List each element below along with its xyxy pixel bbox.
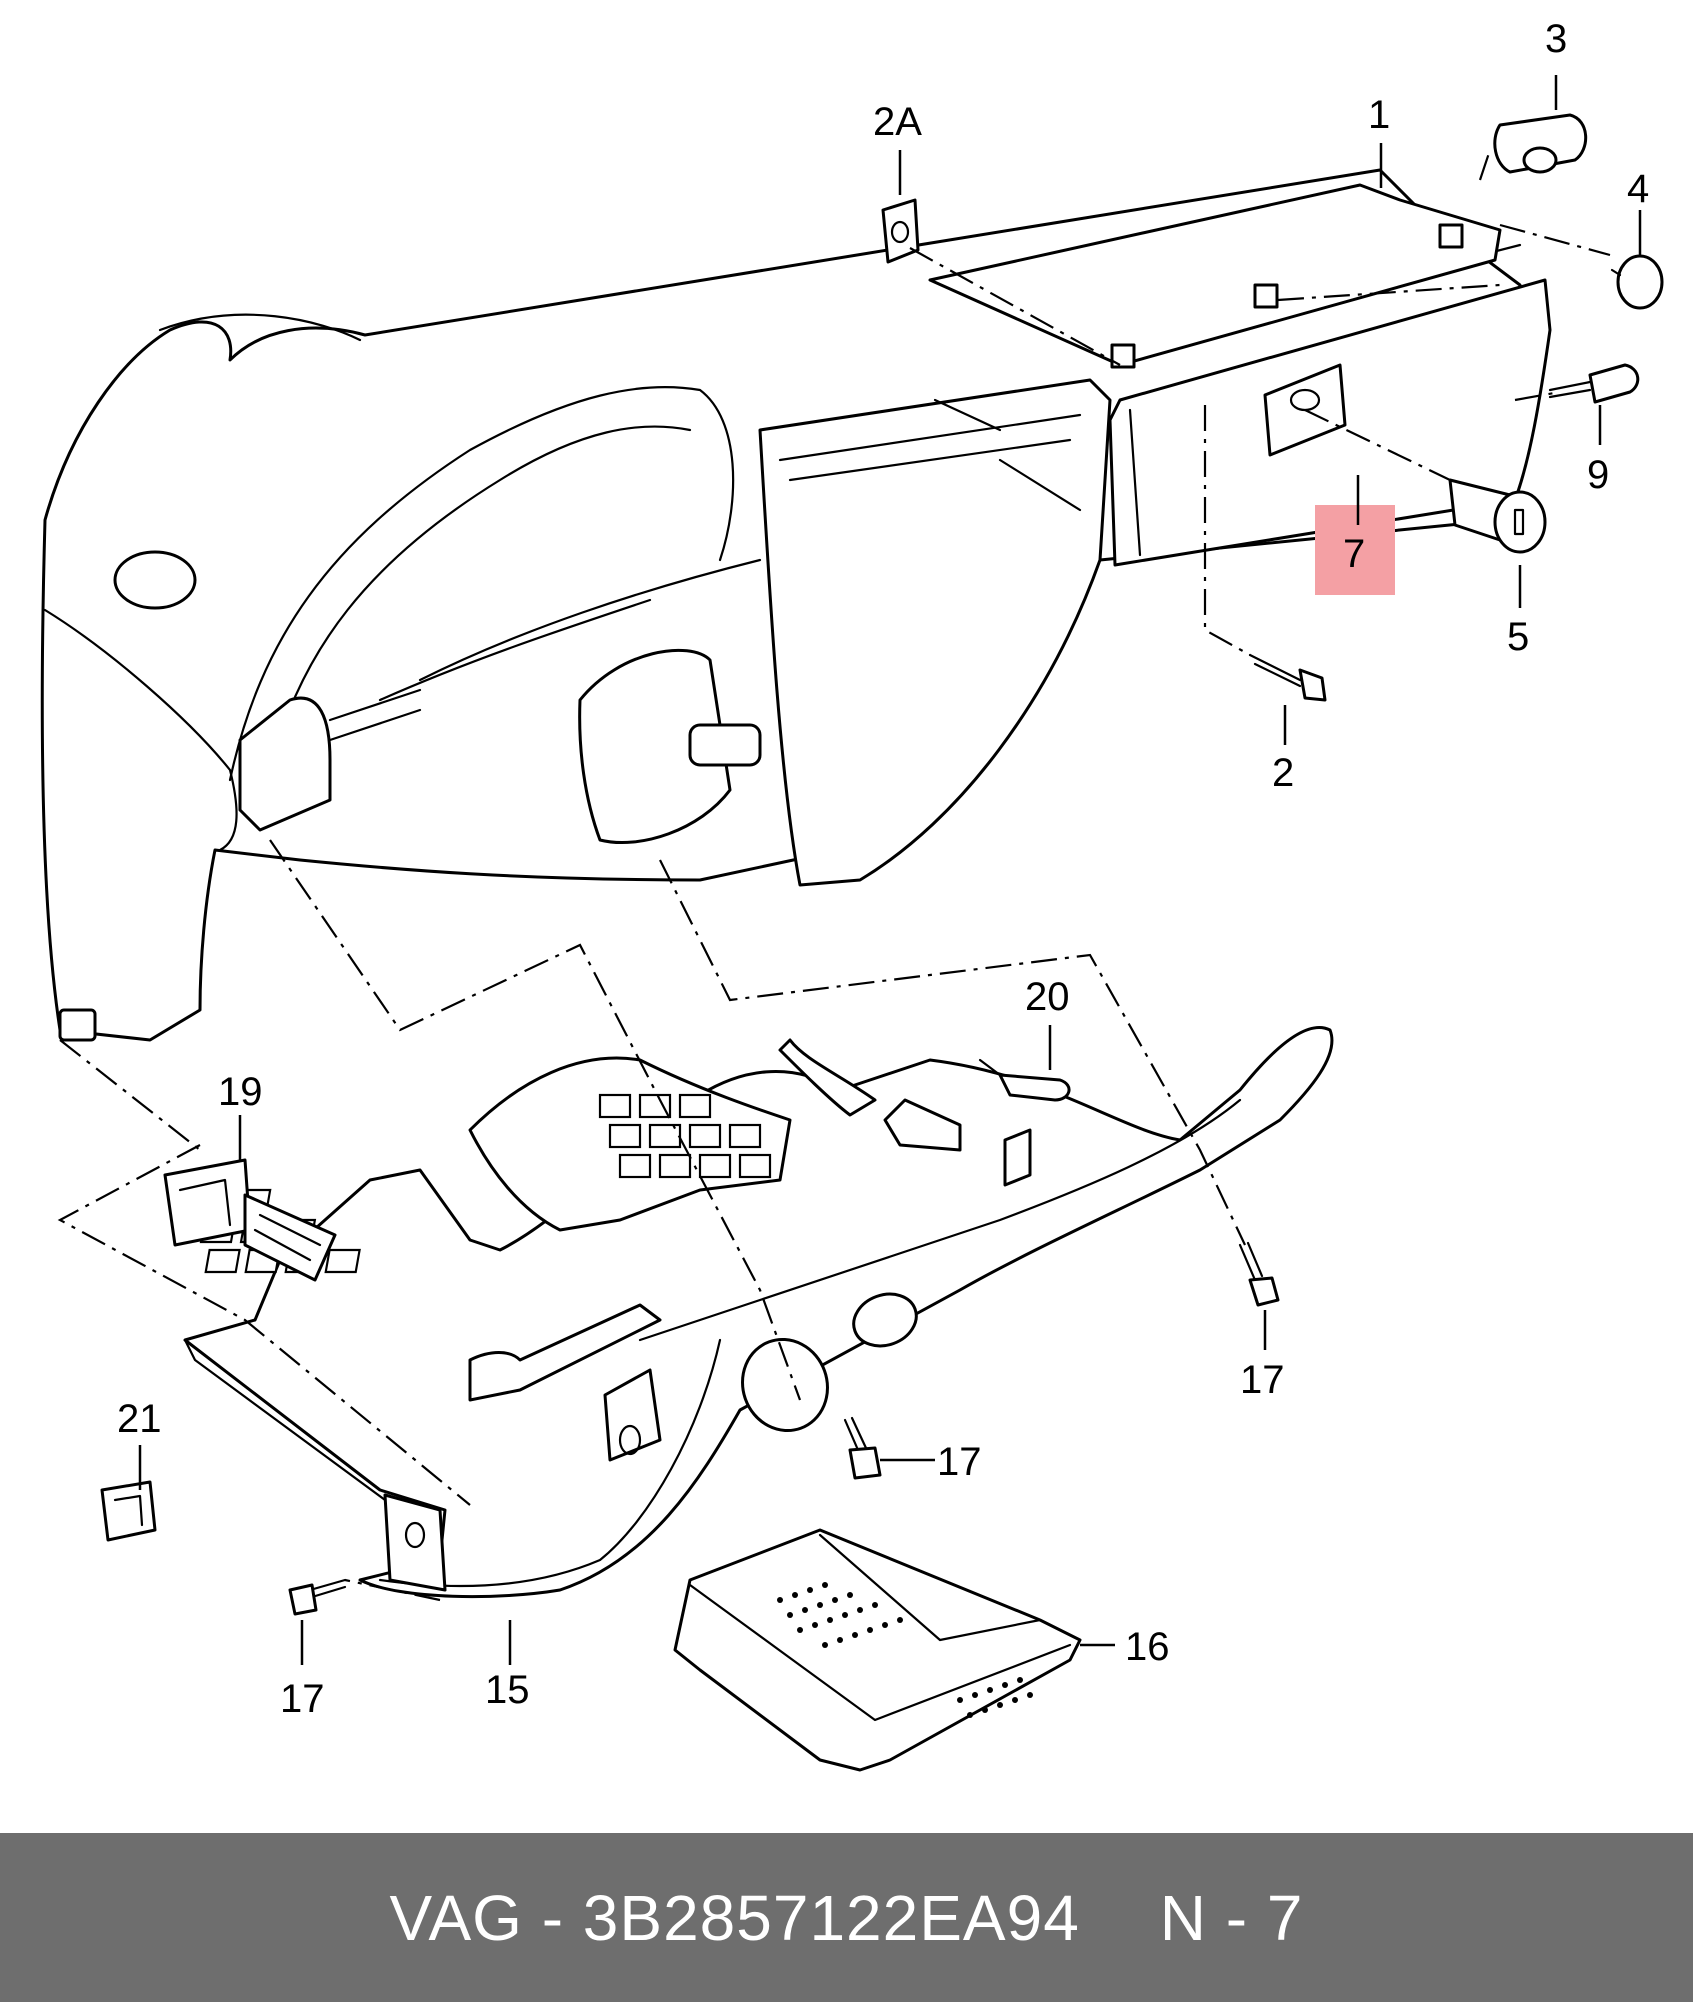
part-number-footer: VAG - 3B2857122EA94 N - 7 [0, 1833, 1693, 2002]
leader-lines [138, 75, 1642, 1665]
callout-16: 16 [1125, 1625, 1170, 1669]
callout-17-left: 17 [280, 1677, 325, 1721]
lock-barrel-part [1448, 478, 1547, 554]
lock-cylinder-part [1493, 113, 1588, 174]
screw-17-right [1238, 1241, 1280, 1307]
dashboard-panel [40, 168, 1522, 1042]
callout-15: 15 [485, 1668, 530, 1712]
part-label: VAG - 3B2857122EA94 [389, 1881, 1080, 1954]
assembly-lines [57, 149, 1611, 1602]
clip-2a-part [881, 198, 920, 264]
callout-2a: 2A [873, 100, 922, 144]
callout-20: 20 [1025, 975, 1070, 1019]
tray-dots [777, 1582, 1033, 1718]
callout-7: 7 [1343, 532, 1365, 576]
callout-labels: 1 3 4 9 5 7 2 2A 19 20 21 17 17 17 15 16 [117, 17, 1649, 1721]
callout-21: 21 [117, 1397, 162, 1441]
center-tray-grille [598, 1093, 772, 1179]
callout-17-center: 17 [937, 1440, 982, 1484]
fastener-19-part [163, 1158, 337, 1282]
screw-17-left [288, 1578, 347, 1616]
insert-tray [673, 1528, 1082, 1772]
callout-3: 3 [1545, 17, 1567, 61]
callout-17-right: 17 [1240, 1358, 1285, 1402]
page-ref: N - 7 [1159, 1881, 1304, 1954]
callout-7-highlight [1315, 505, 1395, 595]
glovebox-lid [1108, 243, 1552, 567]
callout-5: 5 [1507, 615, 1529, 659]
callout-2: 2 [1272, 751, 1294, 795]
bolt-part [1548, 363, 1640, 404]
callout-19: 19 [218, 1070, 263, 1114]
exploded-parts-diagram: 1 3 4 9 5 7 2 2A 19 20 21 17 17 17 15 16 [40, 17, 1664, 1772]
clip-20-part [978, 1058, 1071, 1102]
cap-part [1610, 254, 1664, 310]
callout-1: 1 [1368, 93, 1390, 137]
screw-2-part [1248, 653, 1327, 702]
clip-21-part [100, 1480, 157, 1542]
lower-tray [183, 1026, 1334, 1599]
callout-9: 9 [1587, 453, 1609, 497]
screw-17-center [843, 1416, 882, 1480]
callout-4: 4 [1627, 167, 1649, 211]
